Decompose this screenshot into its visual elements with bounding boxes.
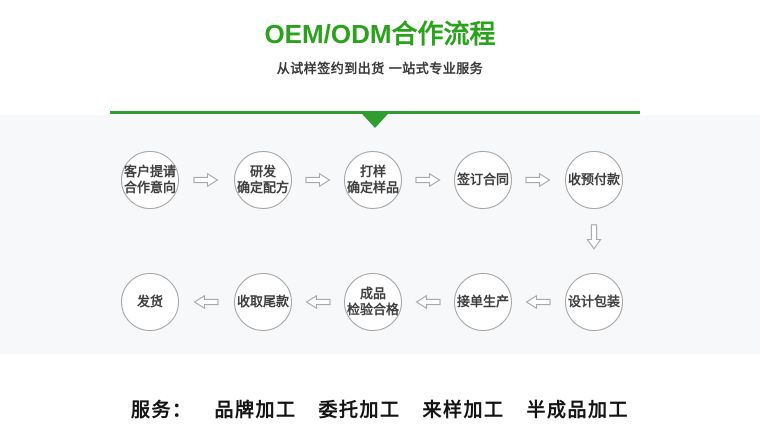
- divider-line: [110, 111, 640, 114]
- page-subtitle: 从试样签约到出货 一站式专业服务: [276, 60, 484, 76]
- page-title: OEM/ODM合作流程: [264, 19, 496, 49]
- left-arrow-icon: [415, 294, 441, 310]
- step-label: 合作意向: [123, 180, 176, 195]
- step-label: 设计包装: [567, 293, 620, 309]
- service-item-consign: 委托加工: [318, 399, 401, 421]
- step-sampling: 打样 确定样品: [344, 151, 402, 209]
- step-label: 发货: [136, 293, 163, 309]
- step-label: 打样: [359, 163, 386, 179]
- step-final-payment: 收取尾款: [234, 273, 292, 331]
- step-label: 客户提请: [123, 163, 176, 179]
- right-arrow-icon: [305, 172, 331, 188]
- step-client-intent: 客户提请 合作意向: [121, 151, 179, 209]
- step-label: 确定配方: [236, 180, 289, 195]
- header: OEM/ODM合作流程 从试样签约到出货 一站式专业服务: [0, 19, 760, 128]
- services-bar: 服务： 品牌加工 委托加工 来样加工 半成品加工: [0, 354, 760, 428]
- step-sign-contract: 签订合同: [454, 151, 512, 209]
- step-label: 收预付款: [567, 171, 620, 187]
- right-arrow-icon: [193, 172, 219, 188]
- left-arrow-icon: [193, 294, 219, 310]
- left-arrow-icon: [305, 294, 331, 310]
- process-flow: 客户提请 合作意向 研发 确定配方 打样 确定样品 签订合同 收预付款 设计包装: [0, 115, 760, 354]
- service-item-semifinished: 半成品加工: [526, 399, 630, 421]
- step-label: 签订合同: [456, 171, 509, 187]
- step-label: 研发: [249, 163, 276, 179]
- services-prefix: 服务：: [130, 399, 193, 421]
- service-item-sample: 来样加工: [422, 399, 505, 421]
- step-advance-payment: 收预付款: [565, 151, 623, 209]
- step-order-production: 接单生产: [454, 273, 512, 331]
- step-label: 成品: [359, 285, 386, 301]
- step-shipment: 发货: [121, 273, 179, 331]
- step-label: 接单生产: [456, 293, 509, 309]
- divider-triangle-icon: [362, 114, 388, 128]
- step-label: 收取尾款: [236, 293, 289, 309]
- left-arrow-icon: [525, 294, 551, 310]
- step-package-design: 设计包装: [565, 273, 623, 331]
- service-item-brand: 品牌加工: [214, 399, 297, 421]
- right-arrow-icon: [525, 172, 551, 188]
- step-label: 确定样品: [346, 180, 399, 195]
- down-arrow-icon: [586, 224, 602, 250]
- right-arrow-icon: [415, 172, 441, 188]
- step-rd-formula: 研发 确定配方: [234, 151, 292, 209]
- step-label: 检验合格: [346, 302, 399, 317]
- step-quality-check: 成品 检验合格: [344, 273, 402, 331]
